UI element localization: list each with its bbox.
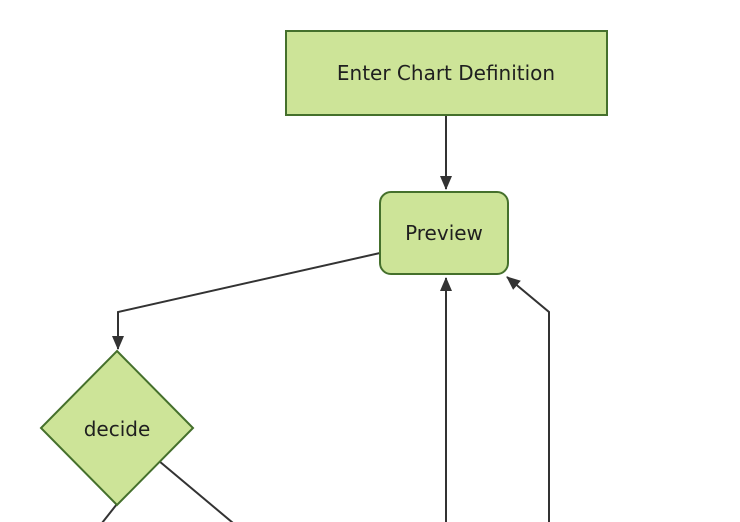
edge-decide-to-offscreen-right bbox=[158, 460, 234, 522]
node-preview: Preview bbox=[379, 191, 509, 275]
node-enter-chart-definition-shape bbox=[285, 30, 608, 116]
node-enter-chart-definition: Enter Chart Definition bbox=[285, 30, 608, 116]
node-enter-chart-definition-label: Enter Chart Definition bbox=[337, 61, 555, 85]
edge-offscreen-right-to-preview bbox=[506, 276, 550, 522]
node-decide: decide bbox=[39, 349, 195, 507]
edge-layer bbox=[101, 116, 550, 522]
node-decide-shape bbox=[39, 349, 195, 507]
node-preview-shape bbox=[379, 191, 509, 275]
node-preview-label: Preview bbox=[405, 221, 483, 245]
edge-preview-to-decide bbox=[112, 252, 381, 350]
node-layer: Enter Chart Definition Preview decide bbox=[39, 30, 608, 507]
node-decide-label: decide bbox=[84, 417, 151, 441]
edge-decide-to-offscreen-left bbox=[101, 503, 118, 522]
